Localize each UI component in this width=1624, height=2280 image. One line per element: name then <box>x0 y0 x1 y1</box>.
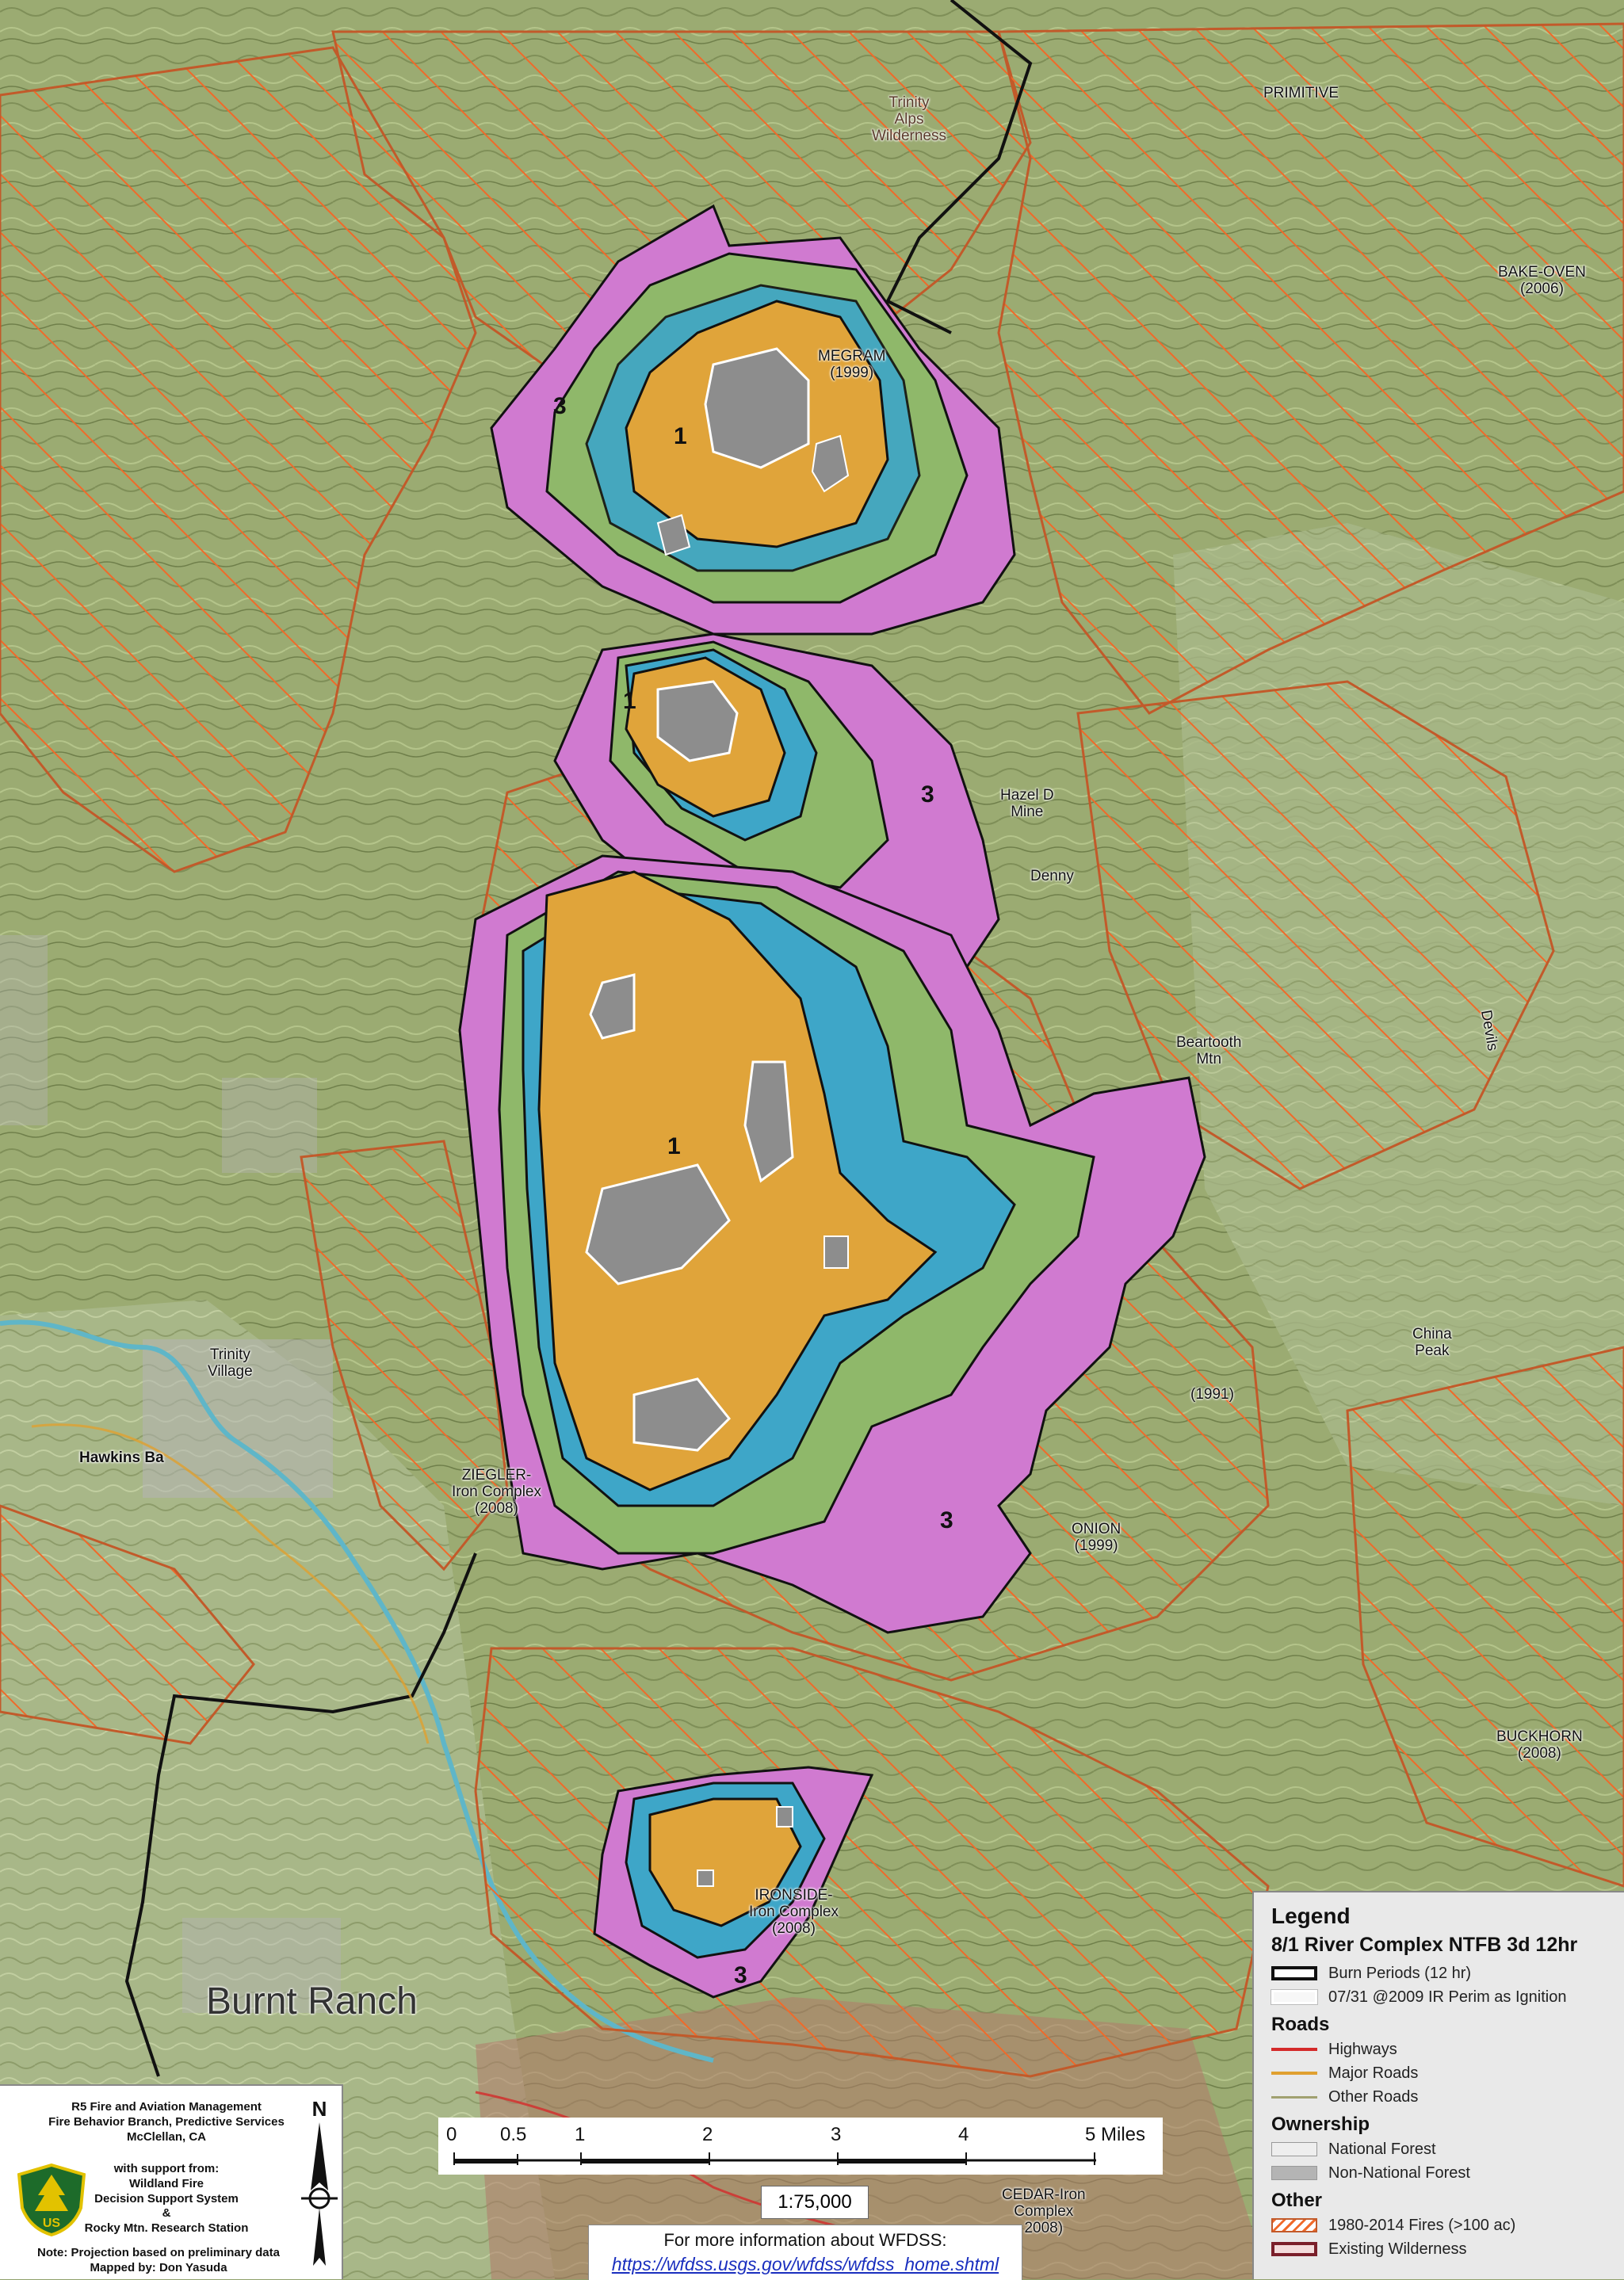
legend-item-other-roads: Other Roads <box>1271 2085 1607 2109</box>
svg-text:N: N <box>312 2097 327 2121</box>
info-text: For more information about WFDSS: <box>663 2230 947 2250</box>
label-ziegler: ZIEGLER-Iron Complex(2008) <box>452 1467 541 1517</box>
label-ironside: IRONSIDE-Iron Complex(2008) <box>749 1887 839 1937</box>
zone-number: 3 <box>921 781 934 808</box>
legend-item-burn-periods: Burn Periods (12 hr) <box>1271 1961 1607 1985</box>
wilderness-swatch <box>1271 2242 1317 2256</box>
county-line <box>124 1552 477 2077</box>
fire-progression-middle <box>553 632 1000 984</box>
zone-number: 3 <box>553 393 567 419</box>
non-national-forest-patch <box>0 935 48 1125</box>
legend-item-national-forest: National Forest <box>1271 2137 1607 2161</box>
non-national-forest-swatch <box>1271 2166 1317 2180</box>
legend-item-non-national-forest: Non-National Forest <box>1271 2161 1607 2185</box>
legend-item-major-roads: Major Roads <box>1271 2061 1607 2085</box>
scale-ratio: 1:75,000 <box>761 2186 869 2219</box>
svg-text:US: US <box>43 2217 61 2230</box>
burn-period-swatch <box>1271 1966 1317 1980</box>
scale-tick-label: 5 Miles <box>1085 2124 1146 2145</box>
scale-tick-label: 3 <box>831 2124 842 2145</box>
label-onion: ONION(1999) <box>1072 1521 1122 1554</box>
credit-org: R5 Fire and Aviation Management Fire Beh… <box>48 2100 285 2144</box>
legend-panel: Legend 8/1 River Complex NTFB 3d 12hr Bu… <box>1252 1891 1624 2279</box>
credit-support: with support from: Wildland Fire Decisio… <box>84 2162 249 2235</box>
legend-ownership-title: Ownership <box>1271 2114 1370 2135</box>
north-arrow-icon: N <box>301 2097 338 2266</box>
highway-swatch <box>1271 2048 1317 2051</box>
zone-number: 1 <box>674 423 687 449</box>
non-national-forest-patch <box>143 1339 333 1498</box>
scale-tick-label: 0.5 <box>500 2124 527 2145</box>
scale-tick-label: 4 <box>958 2124 969 2145</box>
label-bake-oven: BAKE-OVEN(2006) <box>1498 264 1586 297</box>
terrain-valley <box>0 1300 555 2279</box>
legend-title: Legend <box>1271 1904 1351 1928</box>
label-buckhorn: BUCKHORN(2008) <box>1496 1728 1583 1762</box>
legend-roads-title: Roads <box>1271 2014 1330 2035</box>
fire-progression-south <box>458 854 1206 1634</box>
non-national-forest-patch <box>182 1918 341 2013</box>
wilderness-boundary <box>885 0 1033 334</box>
legend-item-ir-perim: 07/31 @2009 IR Perim as Ignition <box>1271 1985 1607 2009</box>
scale-tick-label: 0 <box>446 2124 457 2145</box>
zone-number: 3 <box>940 1507 953 1533</box>
forest-service-shield-icon: US <box>17 2164 86 2236</box>
label-1991: (1991) <box>1190 1386 1234 1403</box>
scale-bar: 0 0.5 1 2 3 4 5 Miles <box>438 2118 1163 2175</box>
fires-swatch <box>1271 2218 1317 2232</box>
label-denny: Denny <box>1030 868 1074 884</box>
zone-number: 1 <box>623 688 636 714</box>
fire-progression-ironside <box>593 1766 874 1999</box>
scale-tick-label: 1 <box>575 2124 586 2145</box>
legend-item-highways: Highways <box>1271 2037 1607 2061</box>
ir-perim-swatch <box>1271 1989 1318 2005</box>
other-road-swatch <box>1271 2095 1317 2099</box>
scale-tick-label: 2 <box>702 2124 713 2145</box>
wfdss-link[interactable]: https://wfdss.usgs.gov/wfdss/wfdss_home.… <box>611 2254 999 2274</box>
label-megram: MEGRAM(1999) <box>818 348 886 381</box>
zone-number: 3 <box>734 1962 747 1988</box>
label-primitive: PRIMITIVE <box>1263 85 1339 101</box>
info-box: For more information about WFDSS: https:… <box>588 2225 1022 2280</box>
label-hawkins-bar: Hawkins Ba <box>79 1449 164 1466</box>
national-forest-swatch <box>1271 2142 1317 2156</box>
legend-item-fires: 1980-2014 Fires (>100 ac) <box>1271 2213 1607 2237</box>
fire-progression-north <box>490 204 1016 636</box>
label-burnt-ranch: Burnt Ranch <box>206 1980 418 2022</box>
credit-note: Note: Projection based on preliminary da… <box>37 2246 280 2274</box>
credits-panel: R5 Fire and Aviation Management Fire Beh… <box>0 2084 343 2279</box>
zone-number: 1 <box>667 1133 681 1159</box>
legend-item-wilderness: Existing Wilderness <box>1271 2237 1607 2261</box>
major-road <box>31 1423 430 1744</box>
scale-ruler <box>453 2152 1096 2165</box>
legend-subtitle: 8/1 River Complex NTFB 3d 12hr <box>1271 1934 1578 1956</box>
major-road-swatch <box>1271 2072 1317 2075</box>
legend-other-title: Other <box>1271 2190 1323 2211</box>
